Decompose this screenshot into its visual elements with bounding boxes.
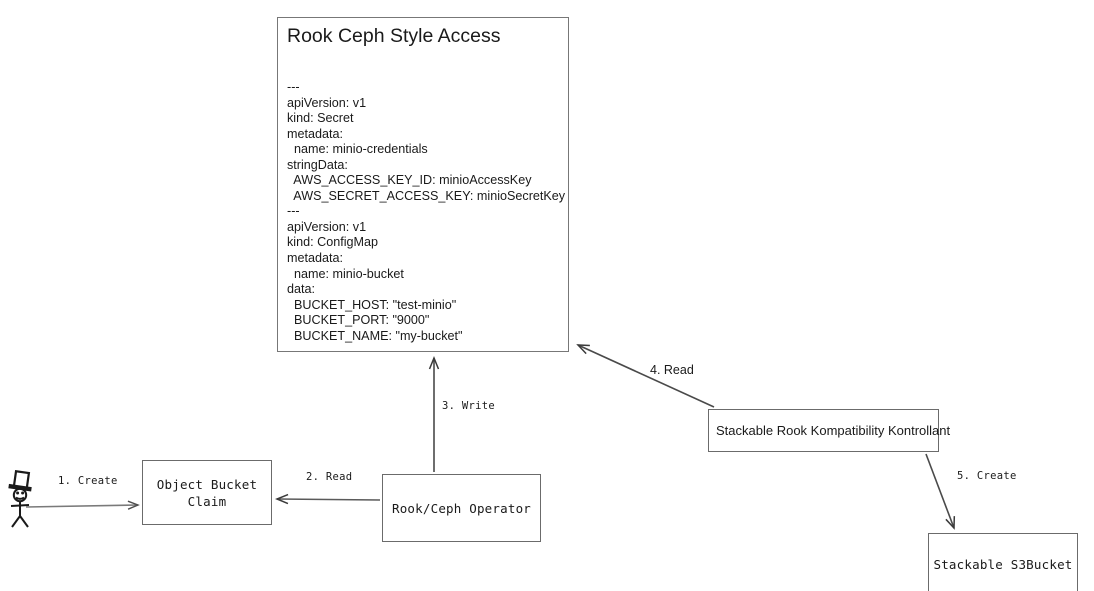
edge-label-4-read: 4. Read: [650, 363, 694, 377]
edge-2-read-line: [275, 493, 381, 505]
node-rook-ceph-operator[interactable]: Rook/Ceph Operator: [382, 474, 541, 542]
rook-ceph-style-access-card[interactable]: Rook Ceph Style Access --- apiVersion: v…: [277, 17, 569, 352]
node-stackable-s3bucket-label: Stackable S3Bucket: [933, 556, 1073, 572]
edge-label-3-write: 3. Write: [442, 400, 495, 412]
node-stackable-s3bucket[interactable]: Stackable S3Bucket: [928, 533, 1078, 591]
edge-1-create-line: [25, 500, 140, 510]
node-object-bucket-claim[interactable]: Object Bucket Claim: [142, 460, 272, 525]
edge-label-5-create: 5. Create: [957, 470, 1017, 482]
actor-stick-figure-icon: [8, 470, 32, 528]
node-stackable-rook-kompatibility-kontrollant-label: Stackable Rook Kompatibility Kontrollant: [716, 423, 951, 438]
edge-label-1-create: 1. Create: [58, 475, 118, 487]
edge-label-2-read: 2. Read: [306, 471, 353, 483]
edge-4-read-line: [576, 344, 715, 408]
card-title: Rook Ceph Style Access: [287, 25, 501, 47]
node-rook-ceph-operator-label: Rook/Ceph Operator: [391, 500, 532, 516]
edge-5-create-line: [925, 453, 956, 530]
card-yaml-body: --- apiVersion: v1 kind: Secret metadata…: [287, 80, 566, 343]
node-object-bucket-claim-label: Object Bucket Claim: [156, 476, 258, 509]
node-stackable-rook-kompatibility-kontrollant[interactable]: Stackable Rook Kompatibility Kontrollant: [708, 409, 950, 452]
